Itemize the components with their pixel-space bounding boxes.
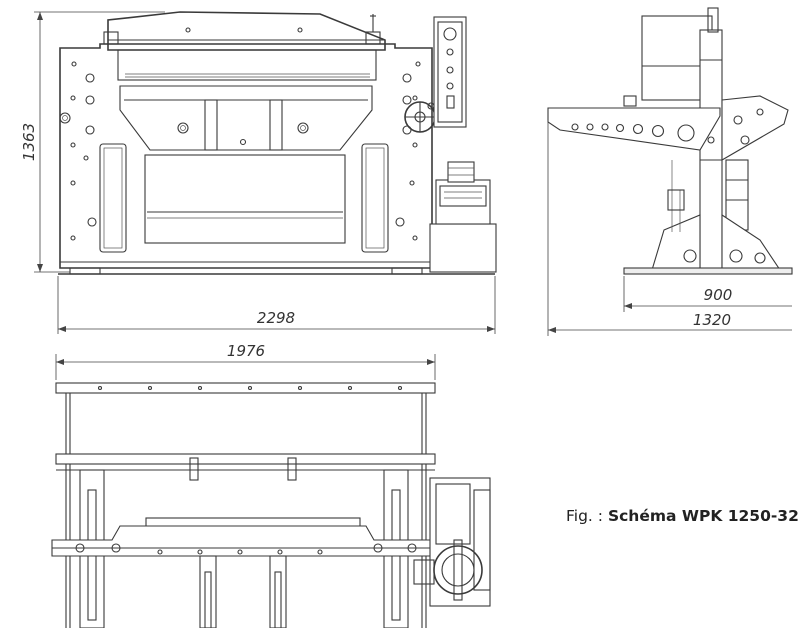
- figure-caption: Fig. : Schéma WPK 1250-32: [566, 507, 799, 525]
- dimension-side-900-label: 900: [704, 286, 733, 304]
- side-view: 900 1320: [547, 7, 793, 336]
- dimension-top-label: 1976: [227, 342, 265, 360]
- dimension-width-label: 2298: [257, 309, 295, 327]
- dimension-height-line: [34, 11, 165, 273]
- dimension-top-line: [55, 354, 436, 380]
- caption-title: Schéma WPK 1250-32: [607, 507, 799, 525]
- dimension-width-line: [57, 276, 496, 334]
- hydraulic-unit: [429, 161, 497, 273]
- dimension-side-1320-label: 1320: [693, 311, 731, 329]
- control-cabinet: [433, 16, 467, 128]
- dimension-side-lines: [547, 120, 792, 336]
- top-view: 1976: [51, 342, 491, 628]
- caption-prefix: Fig. :: [566, 507, 604, 525]
- front-view: 1363: [20, 11, 497, 334]
- dimension-height-label: 1363: [20, 123, 38, 161]
- handwheel-icon: [404, 101, 436, 133]
- top-motor-unit: [413, 477, 491, 607]
